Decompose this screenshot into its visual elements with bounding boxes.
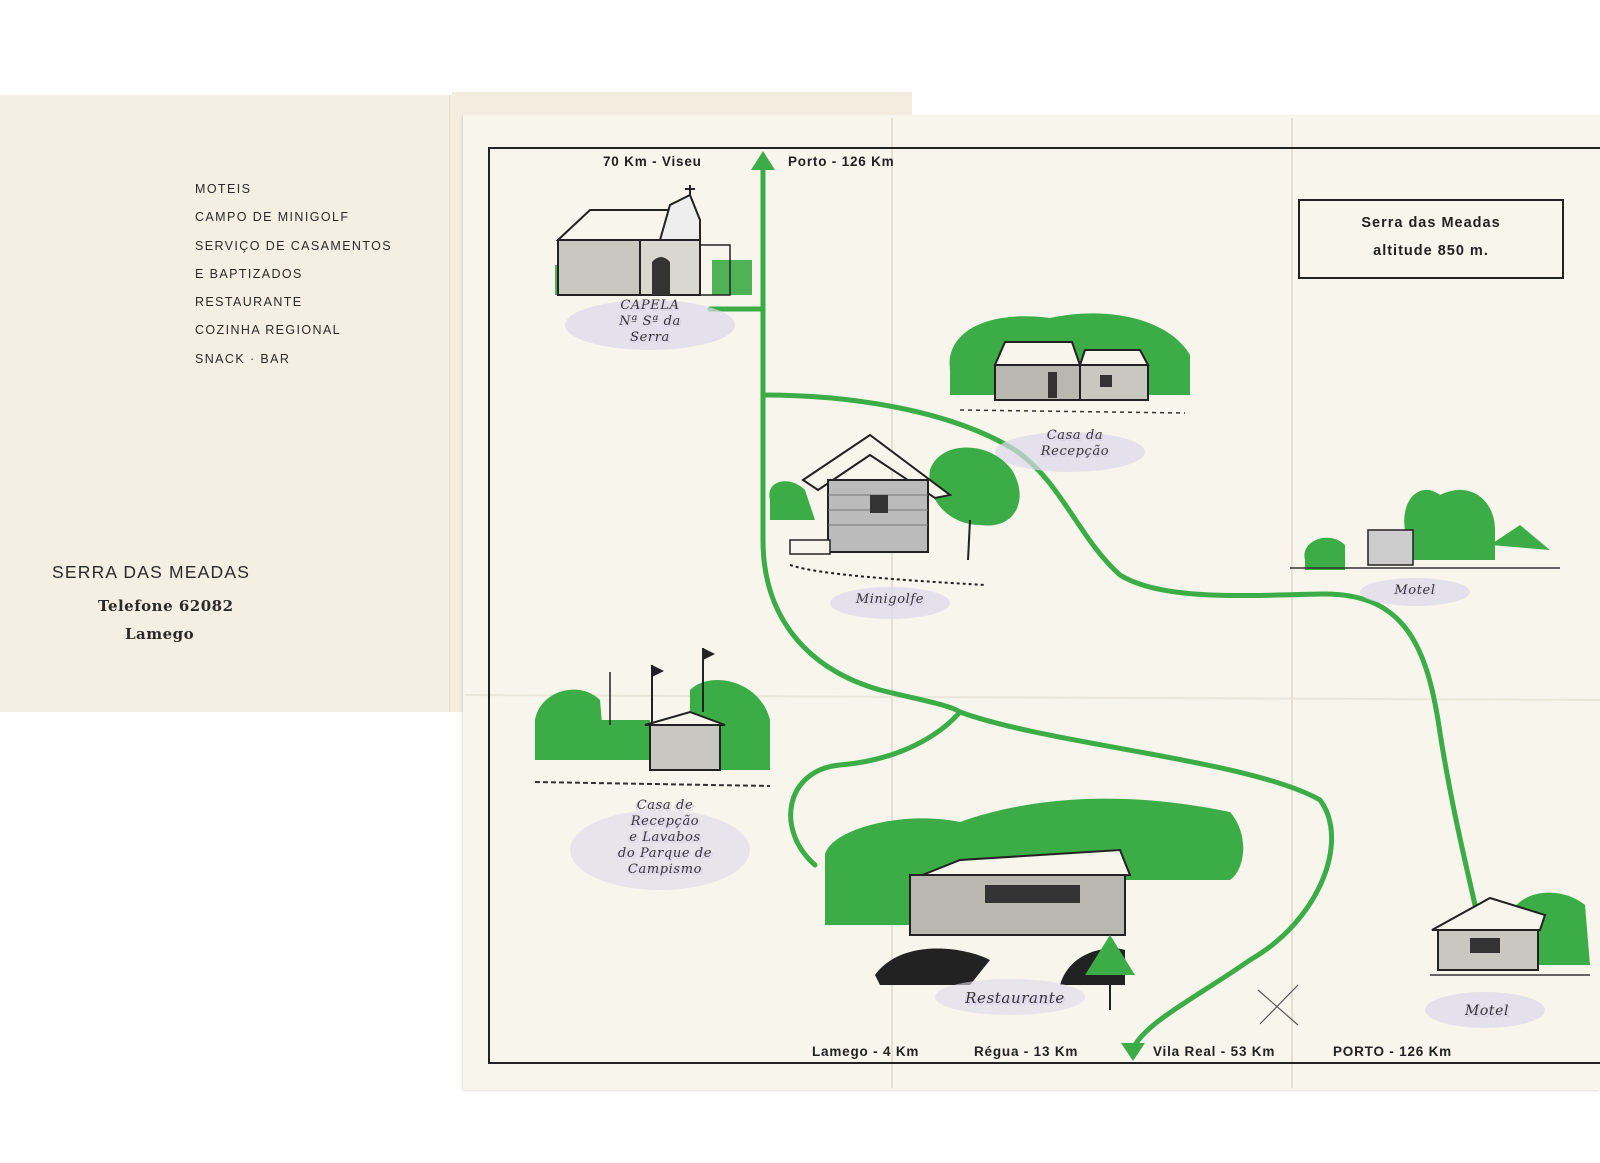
address-phone: Telefone 62082: [98, 597, 234, 615]
service-item: MOTEIS: [195, 182, 252, 196]
service-item: COZINHA REGIONAL: [195, 323, 342, 338]
label-line: Nª Sª da: [619, 314, 681, 329]
road-arrow-south: [1121, 1043, 1145, 1061]
direction-porto-north: Porto - 126 Km: [788, 154, 895, 169]
label-line: Casa da: [1046, 428, 1104, 443]
service-item: CAMPO DE MINIGOLF: [195, 210, 350, 225]
label-capela: CAPELA Nª Sª da Serra: [595, 298, 705, 346]
direction-regua: Régua - 13 Km: [974, 1044, 1079, 1059]
recepcao-illustration: [949, 313, 1190, 472]
label-minigolfe: Minigolfe: [840, 592, 940, 608]
label-motel-1: Motel: [1380, 583, 1450, 599]
road-network: [707, 167, 1478, 1048]
road-arrow-north: [751, 151, 775, 170]
direction-lamego: Lamego - 4 Km: [812, 1044, 920, 1059]
service-item: RESTAURANTE: [195, 295, 303, 310]
direction-vila-real: Vila Real - 53 Km: [1153, 1044, 1276, 1059]
pencil-cross-mark: [1257, 984, 1299, 1026]
label-line: Serra: [630, 330, 670, 345]
motel-1-illustration: [1290, 489, 1560, 606]
label-motel-2: Motel: [1452, 1003, 1522, 1019]
minigolfe-illustration: [769, 433, 1020, 619]
address-city: Lamego: [125, 625, 195, 643]
label-line: Recepção: [630, 814, 700, 829]
service-item: SNACK · BAR: [195, 351, 291, 366]
label-line: Motel: [1464, 1003, 1510, 1019]
service-item: SERVIÇO DE CASAMENTOS: [195, 238, 393, 253]
label-line: do Parque de: [617, 846, 713, 861]
map-altitude: altitude 850 m.: [1373, 243, 1489, 259]
label-line: Minigolfe: [855, 592, 925, 607]
capela-illustration: [555, 185, 752, 350]
label-recepcao: Casa da Recepção: [1020, 428, 1130, 460]
label-line: Motel: [1394, 583, 1436, 598]
map-title: Serra das Meadas: [1361, 215, 1501, 231]
road-to-motel: [760, 392, 1478, 908]
services-list: MOTEIS CAMPO DE MINIGOLF SERVIÇO DE CASA…: [195, 180, 392, 378]
direction-porto-south: PORTO - 126 Km: [1333, 1044, 1452, 1059]
motel-2-illustration: [1425, 892, 1590, 1028]
direction-viseu: 70 Km - Viseu: [603, 154, 702, 169]
map-title-box: Serra das Meadas altitude 850 m.: [1298, 199, 1564, 279]
road-loop-restaurant: [957, 709, 1335, 1048]
map-frame: [488, 147, 1600, 1064]
label-line: Campismo: [627, 862, 703, 877]
road-main-south: [760, 392, 963, 715]
address-title: SERRA DAS MEADAS: [52, 562, 251, 582]
road-loop-west: [788, 709, 963, 868]
label-line: Casa de: [636, 798, 694, 813]
service-item: E BAPTIZADOS: [195, 266, 303, 281]
label-line: e Lavabos: [629, 830, 701, 845]
brochure-fold: [449, 95, 452, 712]
label-line: Recepção: [1040, 444, 1110, 459]
brochure-left-panel: [0, 95, 452, 712]
label-line: Restaurante: [965, 989, 1065, 1007]
sheet-fold-line: [464, 694, 1600, 701]
label-line: CAPELA: [620, 298, 680, 313]
label-camping: Casa de Recepção e Lavabos do Parque de …: [590, 798, 740, 878]
label-restaurante: Restaurante: [950, 990, 1080, 1006]
camping-illustration: [534, 648, 771, 890]
restaurante-illustration: [825, 798, 1244, 1015]
